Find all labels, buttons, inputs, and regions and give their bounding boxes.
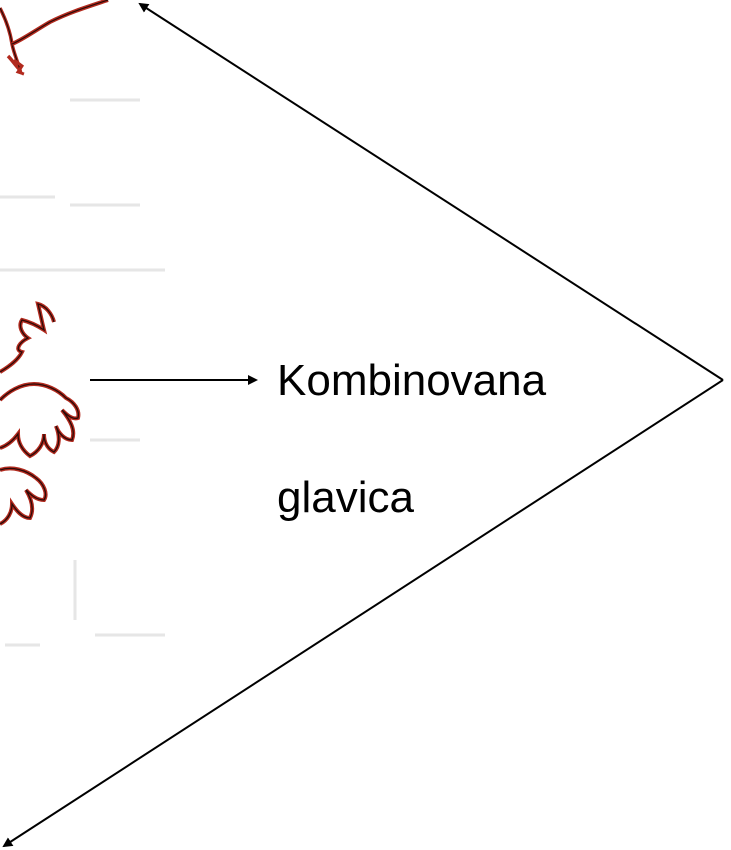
arrow-to-bottom-left	[4, 380, 723, 846]
label-line-2: glavica	[277, 476, 414, 520]
top-flower-head-icon	[0, 0, 108, 74]
arrow-to-top-flower	[140, 4, 723, 380]
label-line-1: Kombinovana	[277, 359, 546, 403]
background-marks	[0, 100, 165, 645]
arrows	[4, 4, 723, 846]
middle-flower-head-icon	[0, 304, 78, 524]
